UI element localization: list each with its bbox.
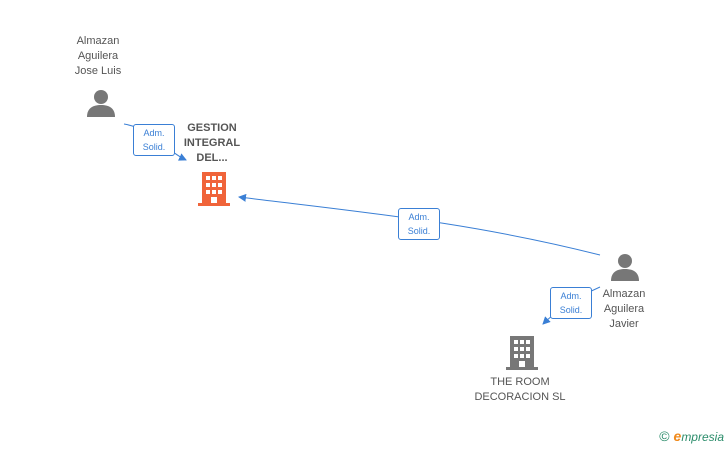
copyright-icon: © — [659, 428, 670, 444]
person-name-line: Aguilera — [77, 50, 119, 62]
person-name-line: Jose Luis — [74, 65, 122, 77]
building-icon[interactable] — [505, 335, 539, 371]
brand-logo-initial: e — [673, 428, 682, 444]
relation-badge-javier-gestion[interactable]: Adm. Solid. — [398, 208, 440, 240]
badge-line: Adm. — [143, 128, 165, 138]
badge-line: Adm. — [560, 291, 582, 301]
brand-logo: empresia — [674, 428, 724, 444]
company-name-line: DECORACION SL — [474, 391, 566, 403]
badge-line: Solid. — [559, 305, 583, 315]
person-icon[interactable] — [86, 88, 116, 118]
person-label-javier[interactable]: Almazan Aguilera Javier — [584, 287, 664, 332]
badge-line: Solid. — [142, 142, 166, 152]
company-name-line: INTEGRAL — [183, 137, 241, 149]
person-label-jose[interactable]: Almazan Aguilera Jose Luis — [58, 34, 138, 79]
person-name-line: Aguilera — [603, 303, 645, 315]
badge-line: Adm. — [408, 212, 430, 222]
brand-logo-rest: mpresia — [681, 430, 724, 444]
company-label-gestion[interactable]: GESTION INTEGRAL DEL... — [172, 121, 252, 166]
company-name-line: GESTION — [187, 122, 237, 134]
building-icon[interactable] — [197, 171, 231, 207]
footer-brand[interactable]: © empresia — [659, 428, 724, 444]
person-name-line: Almazan — [602, 288, 646, 300]
company-name-line: DEL... — [196, 152, 228, 164]
person-name-line: Javier — [609, 318, 639, 330]
person-name-line: Almazan — [76, 35, 120, 47]
relation-badge-jose-gestion[interactable]: Adm. Solid. — [133, 124, 175, 156]
person-icon[interactable] — [610, 252, 640, 282]
company-name-line: THE ROOM — [490, 376, 550, 388]
company-label-room[interactable]: THE ROOM DECORACION SL — [470, 375, 570, 405]
relation-badge-javier-room[interactable]: Adm. Solid. — [550, 287, 592, 319]
badge-line: Solid. — [407, 226, 431, 236]
